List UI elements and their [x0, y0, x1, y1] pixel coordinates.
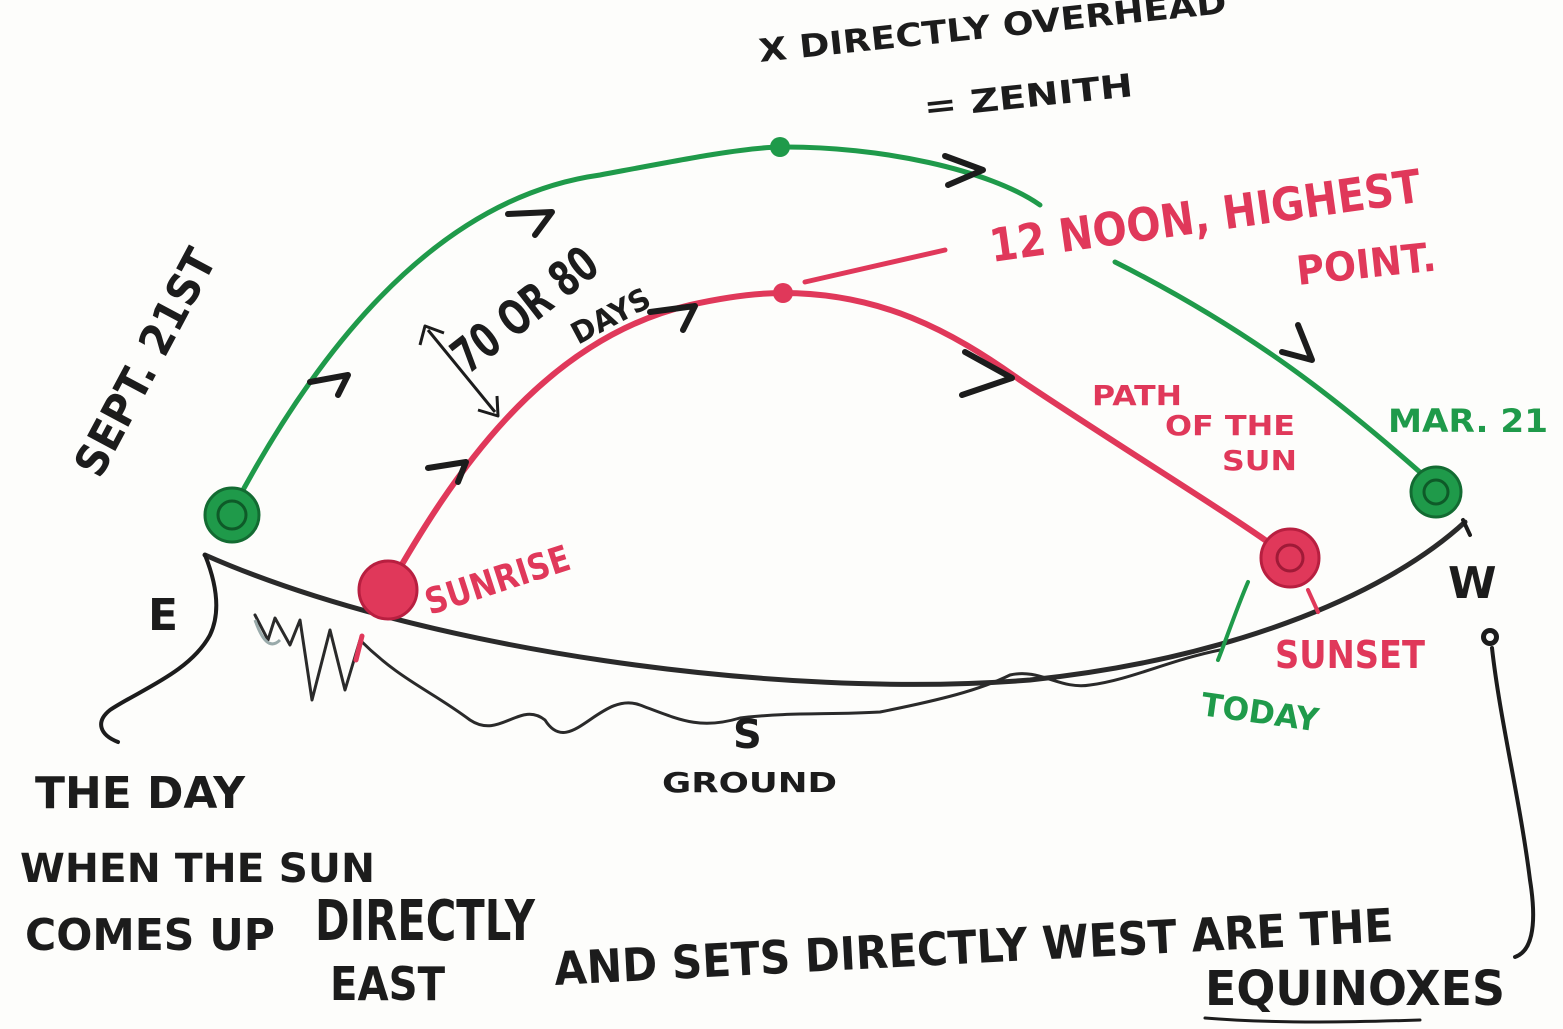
equinox-arc-green	[225, 144, 1443, 521]
sept-label: SEPT. 21ST	[65, 240, 227, 485]
note-line3: COMES UP	[25, 910, 275, 961]
ground-terrain	[253, 613, 1222, 734]
sunrise-label: SUNRISE	[420, 538, 575, 623]
horizon-line	[202, 519, 1468, 687]
zenith-dot	[770, 137, 790, 157]
green-arrow-3	[942, 153, 986, 188]
path-label-line3: SUN	[1222, 444, 1297, 477]
west-marker-hole	[1486, 633, 1494, 641]
mar-label: MAR. 21	[1388, 402, 1548, 440]
ground-label: GROUND	[662, 766, 837, 799]
red-arrow-3	[959, 349, 1015, 398]
zenith-label-line1: X DIRECTLY OVERHEAD	[757, 0, 1228, 70]
note-line6: EQUINOXES	[1205, 961, 1505, 1017]
west-tick	[1461, 518, 1472, 537]
days-label-line1: 70 OR 80	[441, 236, 609, 385]
green-arrow-4	[1279, 322, 1315, 363]
today-label: TODAY	[1199, 685, 1322, 739]
noon-dot	[773, 283, 793, 303]
note-line1: THE DAY	[35, 768, 246, 819]
equinox-sun-east-swirl	[216, 499, 248, 531]
note-line3b: DIRECTLY	[315, 889, 536, 954]
equinoxes-underline	[1203, 1016, 1422, 1024]
days-arrowhead-bottom	[477, 395, 500, 418]
path-label-line2: OF THE	[1165, 409, 1295, 442]
west-leader-line	[1490, 646, 1536, 959]
sunrise-sun	[357, 559, 419, 621]
note-line2: WHEN THE SUN	[20, 846, 375, 892]
red-arrow-1	[425, 459, 469, 485]
red-arrow-2	[647, 303, 698, 333]
path-label-line1: PATH	[1092, 379, 1182, 412]
green-arrow-2	[505, 209, 555, 238]
ground-shading	[253, 619, 282, 646]
days-arrowhead-top	[418, 324, 445, 346]
equinox-sun-west-swirl	[1422, 478, 1450, 506]
zenith-label-line2: = ZENITH	[922, 66, 1135, 126]
noon-label-line2: POINT.	[1294, 235, 1438, 295]
sunset-sun-swirl	[1275, 543, 1305, 573]
green-arrow-1	[307, 372, 351, 398]
east-leader-line	[99, 553, 219, 744]
equinox-sun-west	[1409, 465, 1463, 519]
sunrise-tick	[353, 633, 365, 663]
east-label: E	[148, 590, 178, 641]
today-tick	[1216, 580, 1250, 662]
west-label: W	[1448, 558, 1497, 609]
equinox-sun-east	[203, 486, 261, 544]
noon-pointer-line	[802, 247, 948, 285]
sunset-tick	[1306, 588, 1320, 614]
days-double-arrow	[426, 329, 497, 413]
sunset-label: SUNSET	[1275, 633, 1425, 677]
sunset-sun	[1259, 527, 1321, 589]
south-label: S	[733, 712, 762, 758]
note-line4: EAST	[330, 957, 446, 1011]
